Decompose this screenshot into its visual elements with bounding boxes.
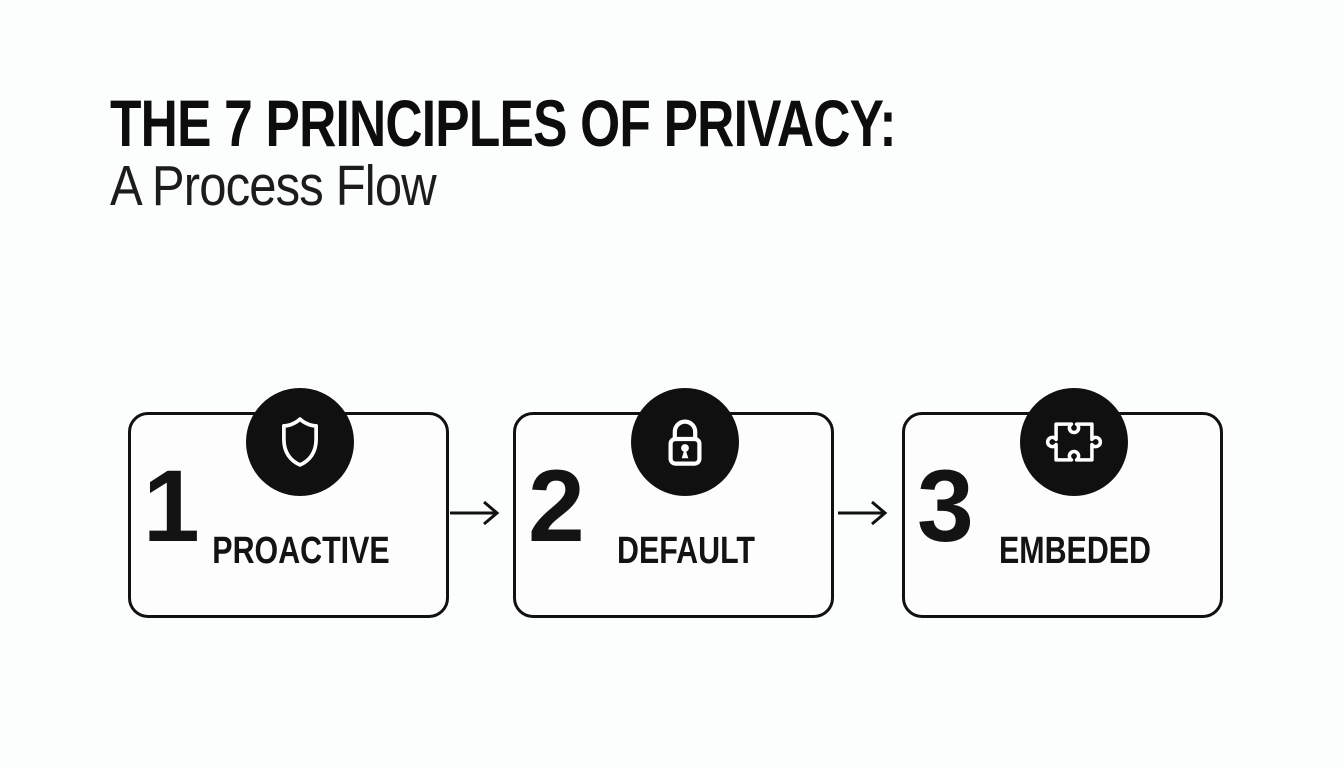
lock-icon: [655, 412, 715, 472]
step-icon-badge: [631, 388, 739, 496]
arrow-right-icon: [838, 500, 888, 526]
step-number: 1: [143, 449, 200, 563]
step-box-proactive: 1 PROACTIVE: [128, 388, 449, 618]
puzzle-icon: [1042, 410, 1106, 474]
shield-icon: [269, 411, 331, 473]
step-label: EMBEDED: [998, 530, 1152, 572]
arrow-right-icon: [450, 500, 500, 526]
step-icon-badge: [246, 388, 354, 496]
page-subtitle: A Process Flow: [110, 154, 437, 218]
step-icon-badge: [1020, 388, 1128, 496]
step-number: 3: [917, 449, 974, 563]
step-box-default: 2 DEFAULT: [513, 388, 834, 618]
step-box-embeded: 3 EMBEDED: [902, 388, 1223, 618]
step-number: 2: [528, 449, 585, 563]
page-title: THE 7 PRINCIPLES OF PRIVACY:: [110, 86, 897, 160]
step-label: PROACTIVE: [212, 530, 390, 572]
step-label: DEFAULT: [617, 530, 755, 572]
